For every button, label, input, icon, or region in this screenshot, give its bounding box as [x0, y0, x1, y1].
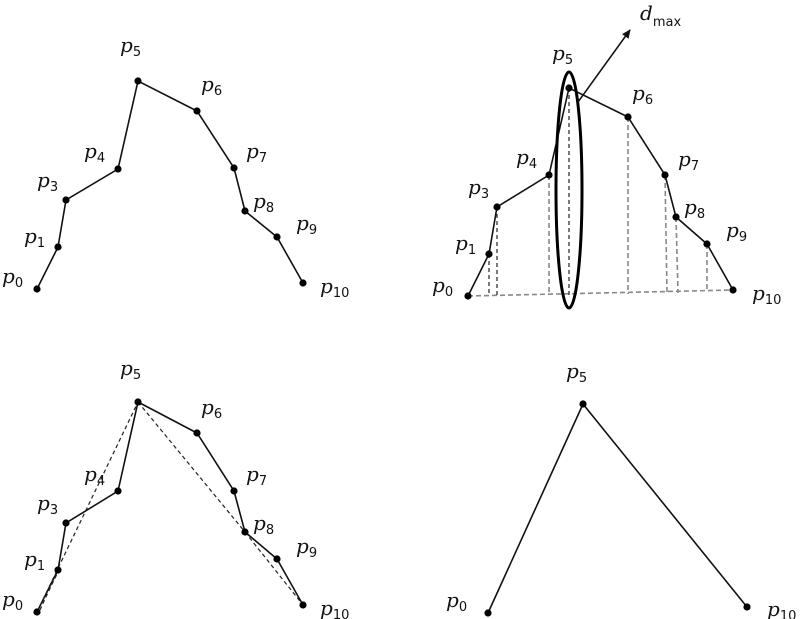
vertex-point-p10 — [743, 603, 751, 611]
vertex-point-p3 — [62, 519, 70, 527]
vertex-points — [33, 398, 307, 616]
vertex-label-p8: p8 — [253, 189, 274, 216]
vertex-label-p1: p1 — [455, 231, 476, 258]
chord-p0-p1-offset — [39, 571, 59, 611]
vertex-point-p0 — [484, 609, 492, 617]
vertex-label-p0: p0 — [2, 587, 23, 614]
baseline-p0-p10 — [467, 289, 734, 297]
polyline — [467, 86, 734, 297]
vertex-point-p10 — [729, 286, 737, 294]
chord-p5-p8 — [137, 401, 246, 533]
vertex-label-p10: p10 — [767, 597, 796, 619]
vertex-point-p8 — [241, 207, 249, 215]
perp-p8 — [675, 216, 679, 294]
vertex-label-p3: p3 — [37, 168, 58, 195]
vertex-label-p10: p10 — [320, 596, 349, 619]
vertex-label-p0: p0 — [432, 273, 453, 300]
vertex-point-p8 — [672, 213, 680, 221]
vertex-label-p3: p3 — [37, 491, 58, 518]
vertex-point-p7 — [661, 171, 669, 179]
vertex-point-p0 — [464, 292, 472, 300]
vertex-label-p9: p9 — [296, 211, 317, 238]
vertex-point-p7 — [230, 487, 238, 495]
max-distance-highlight-ellipse — [554, 70, 584, 310]
vertex-point-p8 — [241, 528, 249, 536]
vertex-point-p5 — [565, 84, 573, 92]
vertex-point-p6 — [624, 113, 632, 121]
vertex-label-p3: p3 — [468, 175, 489, 202]
vertex-point-p4 — [545, 171, 553, 179]
polyline — [36, 79, 304, 290]
vertex-point-p5 — [134, 77, 142, 85]
vertex-points — [33, 77, 307, 293]
vertex-point-p6 — [193, 107, 201, 115]
vertex-label-p1: p1 — [24, 547, 45, 574]
vertex-point-p1 — [54, 566, 62, 574]
dmax-arrow-icon — [577, 29, 631, 103]
vertex-label-p9: p9 — [726, 218, 747, 245]
vertex-label-p7: p7 — [246, 139, 267, 166]
vertex-label-p9: p9 — [296, 534, 317, 561]
vertex-label-p5: p5 — [552, 41, 573, 68]
vertex-point-p5 — [134, 398, 142, 406]
vertex-label-p6: p6 — [201, 395, 222, 422]
vertex-point-p7 — [230, 164, 238, 172]
vertex-point-p9 — [703, 240, 711, 248]
vertex-label-p4: p4 — [516, 145, 537, 172]
vertex-point-p10 — [299, 279, 307, 287]
vertex-point-p3 — [493, 203, 501, 211]
vertex-point-p0 — [33, 285, 41, 293]
dmax-label: dmax — [640, 1, 681, 30]
vertex-label-p10: p10 — [752, 281, 781, 308]
vertex-label-p8: p8 — [253, 511, 274, 538]
vertex-label-p4: p4 — [84, 139, 105, 166]
vertex-point-p4 — [114, 165, 122, 173]
vertex-label-p5: p5 — [120, 33, 141, 60]
vertex-label-p7: p7 — [678, 147, 699, 174]
panel-simplified: p0 p5 p10 — [446, 359, 796, 619]
vertex-label-p7: p7 — [246, 462, 267, 489]
vertex-point-p4 — [114, 487, 122, 495]
perp-p7 — [664, 174, 668, 294]
vertex-points — [484, 400, 751, 617]
vertex-point-p6 — [193, 429, 201, 437]
vertex-label-p0: p0 — [2, 264, 23, 291]
vertex-points — [464, 84, 737, 300]
vertex-label-p10: p10 — [320, 274, 349, 301]
vertex-label-p5: p5 — [120, 356, 141, 383]
vertex-labels: p0 p5 p10 — [446, 359, 796, 619]
vertex-label-p6: p6 — [632, 81, 653, 108]
polyline — [36, 400, 304, 613]
vertex-point-p1 — [54, 243, 62, 251]
perpendicular-lines — [467, 88, 734, 297]
simplified-polyline — [487, 402, 748, 614]
vertex-point-p0 — [33, 608, 41, 616]
chord-p8-p10 — [244, 531, 304, 606]
vertex-point-p9 — [273, 233, 281, 241]
vertex-point-p9 — [273, 555, 281, 563]
vertex-label-p1: p1 — [24, 224, 45, 251]
vertex-label-p6: p6 — [201, 72, 222, 99]
vertex-point-p10 — [299, 601, 307, 609]
vertex-point-p1 — [485, 250, 493, 258]
vertex-point-p5 — [579, 400, 587, 408]
chord-p0-p5 — [36, 401, 139, 613]
vertex-label-p4: p4 — [84, 462, 105, 489]
vertex-point-p3 — [62, 196, 70, 204]
vertex-label-p5: p5 — [566, 359, 587, 386]
vertex-label-p8: p8 — [684, 195, 705, 222]
vertex-label-p0: p0 — [446, 588, 467, 615]
